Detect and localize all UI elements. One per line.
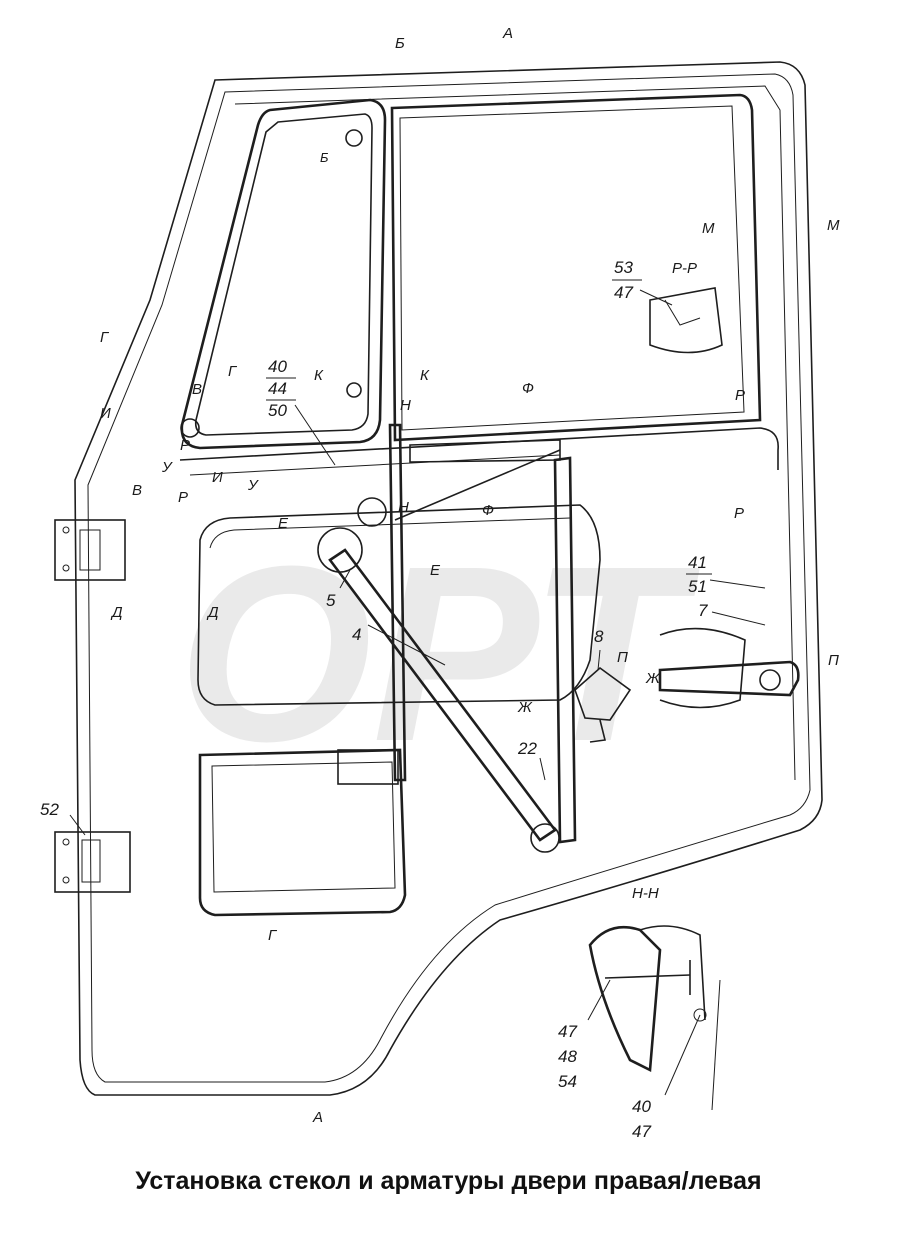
main-glass	[390, 93, 762, 442]
section-label-nn: Н-Н	[632, 885, 659, 902]
callout-52: 52	[40, 800, 59, 819]
inner-panel	[197, 504, 601, 706]
section-label-p2: П	[828, 652, 839, 669]
section-label-k1: К	[314, 367, 324, 384]
section-label-m1: М	[702, 220, 715, 237]
hinge-upper	[54, 519, 126, 581]
section-label-a-bottom: А	[312, 1109, 323, 1126]
callout-50: 50	[268, 401, 287, 420]
section-label-zh2: Ж	[645, 670, 661, 687]
section-label-r2: Р	[178, 489, 188, 506]
lock-mechanism	[574, 666, 632, 743]
section-label-e1: Е	[278, 515, 289, 532]
vent-window	[180, 98, 387, 450]
callout-40: 40	[268, 357, 287, 376]
section-label-m2: М	[827, 217, 840, 234]
section-label-u2: У	[247, 477, 259, 494]
section-label-d2: Д	[206, 604, 219, 621]
section-label-g-left: Г	[100, 329, 110, 346]
callout-5: 5	[326, 591, 336, 610]
section-label-b-top: Б	[395, 35, 405, 52]
callout-51: 51	[688, 577, 707, 596]
diagram-title: Установка стекол и арматуры двери правая…	[135, 1167, 762, 1195]
callout-48-section: 48	[558, 1047, 577, 1066]
section-nn	[588, 925, 721, 1111]
section-label-u1: У	[161, 459, 173, 476]
hinge-lower	[54, 831, 131, 893]
callout-8: 8	[594, 627, 604, 646]
section-label-n1: Н	[400, 397, 411, 414]
door-outer-frame	[74, 61, 823, 1096]
section-label-p1: П	[617, 649, 628, 666]
callout-47-section-b: 47	[632, 1122, 651, 1141]
outside-handle	[658, 627, 800, 709]
window-regulator	[317, 423, 577, 853]
section-label-i1: И	[100, 405, 111, 422]
callout-44: 44	[268, 379, 287, 398]
callout-54-section: 54	[558, 1072, 577, 1091]
section-markers: А Б Б М М Р-Р Г Г В В И И Р Р Р Р У У К …	[100, 25, 840, 1126]
part-callouts: 53 47 40 44 50 5 4 41 51 7 8 22 52 47 48…	[40, 258, 712, 1141]
section-label-f2: Ф	[482, 502, 494, 519]
section-label-b-inner: Б	[320, 150, 329, 165]
callout-53: 53	[614, 258, 633, 277]
section-label-r3: Р	[735, 387, 745, 404]
section-label-v1: В	[192, 381, 202, 398]
watermark-text: ОРТ	[178, 514, 701, 793]
section-label-n2: Н	[398, 499, 409, 516]
watermark: ОРТ	[178, 514, 701, 793]
section-label-g-low: Г	[268, 927, 278, 944]
section-label-i2: И	[212, 469, 223, 486]
section-label-r4: Р	[734, 505, 744, 522]
section-label-r1: Р	[180, 437, 190, 454]
section-label-g-inner: Г	[228, 363, 238, 380]
section-label-zh1: Ж	[517, 699, 533, 716]
section-label-pp: Р-Р	[672, 260, 697, 277]
section-label-a-top: А	[502, 25, 513, 42]
callout-41: 41	[688, 553, 707, 572]
section-label-f1: Ф	[522, 380, 534, 397]
section-label-e2: Е	[430, 562, 441, 579]
section-label-v2: В	[132, 482, 142, 499]
callout-4: 4	[352, 625, 361, 644]
callout-7: 7	[698, 601, 708, 620]
callout-47-section: 47	[558, 1022, 577, 1041]
section-label-k2: К	[420, 367, 430, 384]
callout-22: 22	[517, 739, 537, 758]
callout-40-section: 40	[632, 1097, 651, 1116]
leader-lines	[69, 289, 766, 1096]
callout-47: 47	[614, 283, 633, 302]
lower-opening	[198, 748, 407, 917]
section-label-d1: Д	[110, 604, 123, 621]
detail-pp	[649, 287, 723, 354]
